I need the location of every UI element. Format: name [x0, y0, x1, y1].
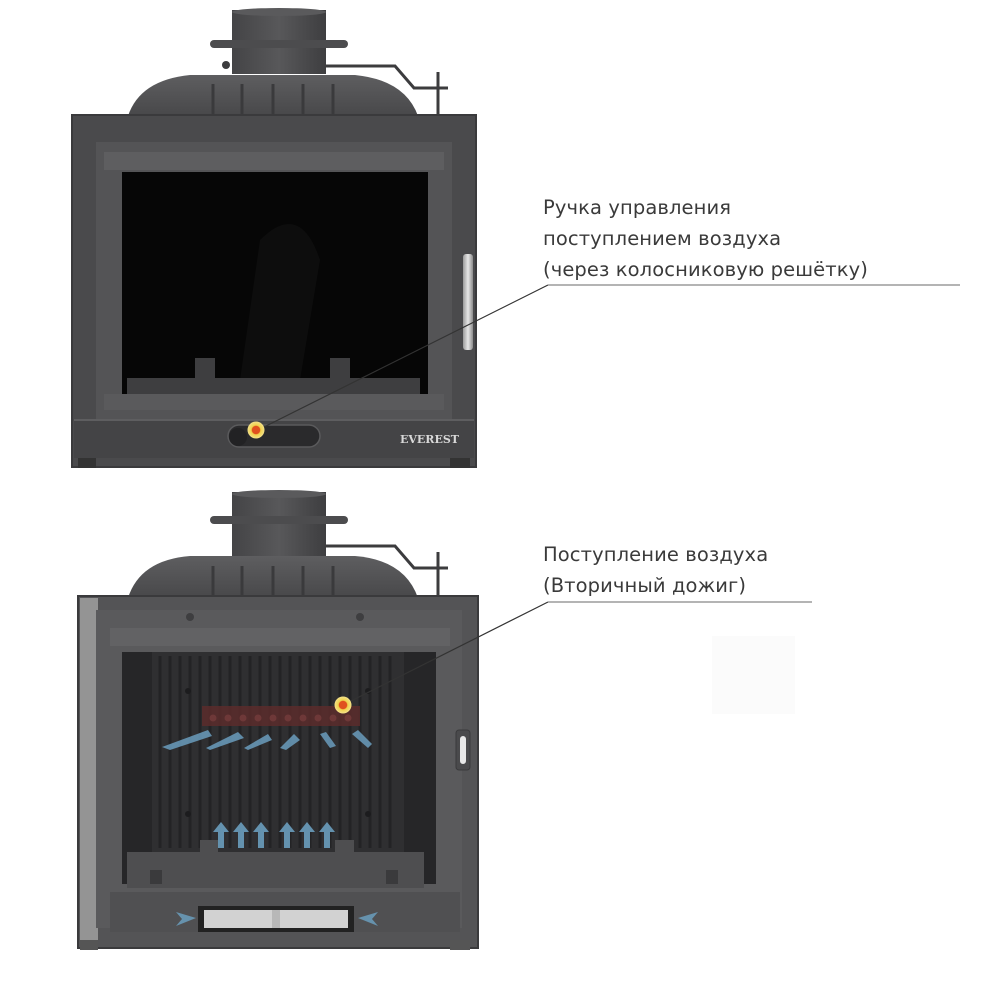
- callout-1-line-1: Ручка управления: [543, 196, 732, 219]
- air-flow-arrows-icon: [162, 730, 372, 750]
- air-control-handle: [229, 428, 247, 446]
- callout-2-label: Поступление воздуха (Вторичный дожиг): [543, 539, 768, 601]
- callout-2-line-1: Поступление воздуха: [543, 543, 769, 566]
- callout-1-marker-icon: [247, 421, 265, 439]
- faint-watermark-box: [712, 636, 795, 714]
- callout-2-line-2: (Вторичный дожиг): [543, 574, 747, 597]
- brand-logo: EVEREST: [400, 433, 460, 446]
- callout-1-line-2: поступлением воздуха: [543, 227, 782, 250]
- callout-1-pointer: [247, 284, 960, 439]
- open-door-edge: [80, 598, 98, 943]
- callout-2-pointer: [334, 601, 812, 714]
- door-handle: [463, 254, 473, 350]
- fireplace-open: [77, 490, 479, 950]
- flue-flange: [210, 40, 348, 48]
- callout-2-marker-icon: [334, 696, 352, 714]
- callout-1-line-3: (через колосниковую решётку): [543, 258, 868, 281]
- fireplace-closed: EVEREST: [71, 8, 477, 468]
- callout-1-label: Ручка управления поступлением воздуха (ч…: [543, 192, 868, 285]
